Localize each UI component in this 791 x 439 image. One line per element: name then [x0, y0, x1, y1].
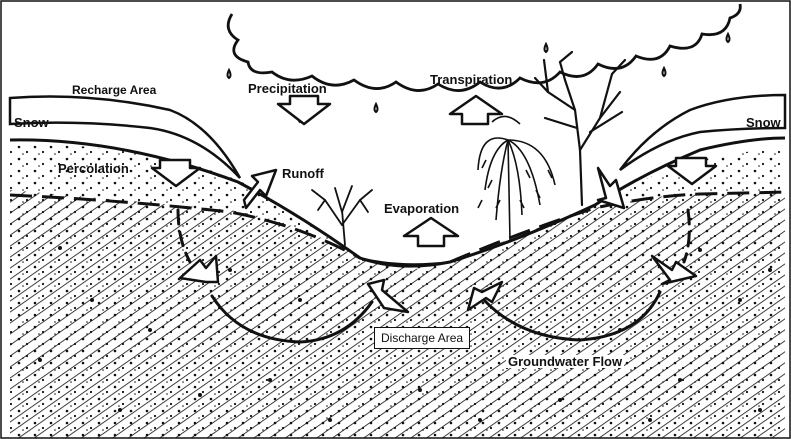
runoff-label: Runoff	[282, 167, 324, 180]
recharge-area-label: Recharge Area	[72, 84, 156, 96]
precipitation-label: Precipitation	[248, 82, 327, 95]
discharge-area-label: Discharge Area	[374, 327, 470, 349]
transpiration-label: Transpiration	[430, 73, 512, 86]
percolation-label: Percolation	[58, 162, 129, 175]
groundwater-flow-label: Groundwater Flow	[506, 355, 624, 368]
snow-left-label: Snow	[14, 116, 49, 129]
snow-right-label: Snow	[746, 116, 781, 129]
evaporation-label: Evaporation	[384, 202, 459, 215]
